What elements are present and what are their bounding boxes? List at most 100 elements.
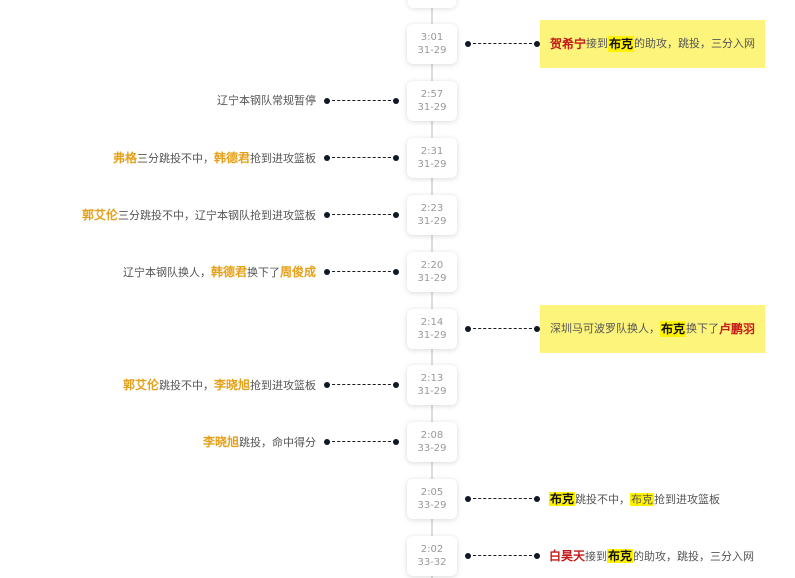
event-connector	[327, 441, 396, 442]
player-name: 李晓旭	[213, 378, 250, 392]
player-name: 卢鹏羽	[719, 322, 756, 336]
event-description: 布克跳投不中，布克抢到进攻篮板	[549, 491, 720, 508]
event-text: 辽宁本钢队换人，	[122, 266, 211, 279]
connector-dot	[534, 41, 540, 47]
event-description: 李晓旭跳投，命中得分	[203, 434, 316, 451]
event-score: 31-29	[417, 386, 447, 397]
event-score: 33-32	[417, 557, 447, 568]
event-connector	[327, 157, 396, 158]
event-description: 辽宁本钢队换人，韩德君换下了周俊成	[123, 264, 316, 281]
event-text: 跳投不中，	[575, 493, 631, 506]
event-score: 31-29	[417, 330, 447, 341]
connector-dot	[534, 496, 540, 502]
event-text: 接到	[586, 37, 609, 50]
player-name: 韩德君	[210, 265, 247, 279]
event-time-card: 2:02 33-32	[407, 536, 457, 576]
player-name: 郭艾伦	[81, 208, 118, 222]
event-clock: 2:13	[420, 373, 444, 384]
event-time-card: 2:08 33-29	[407, 422, 457, 462]
connector-dot	[324, 212, 330, 218]
connector-dot	[393, 269, 399, 275]
event-clock: 2:14	[420, 317, 444, 328]
connector-dot	[393, 155, 399, 161]
player-name: 布克	[630, 493, 655, 506]
event-time-card: 2:13 31-29	[407, 365, 457, 405]
player-name: 布克	[549, 492, 576, 506]
connector-dot	[393, 98, 399, 104]
connector-dot	[534, 326, 540, 332]
event-description: 贺希宁接到布克的助攻，跳投，三分入网	[540, 20, 766, 68]
event-text: 抢到进攻篮板	[250, 379, 316, 392]
event-text: 抢到进攻篮板	[250, 152, 316, 165]
event-text: 跳投，命中得分	[239, 436, 316, 449]
event-description: 深圳马可波罗队换人，布克换下了卢鹏羽	[540, 305, 766, 353]
connector-dot	[393, 382, 399, 388]
event-time-card: 2:14 31-29	[407, 309, 457, 349]
event-clock: 2:08	[420, 430, 444, 441]
player-name: 韩德君	[213, 151, 250, 165]
event-clock: 2:20	[420, 260, 444, 271]
event-text: 三分跳投不中，辽宁本钢队抢到进攻篮板	[118, 209, 316, 222]
event-text: 接到	[585, 550, 608, 563]
connector-dot	[324, 155, 330, 161]
connector-dot	[324, 269, 330, 275]
event-clock: 3:01	[420, 32, 444, 43]
event-connector	[327, 384, 396, 385]
event-connector	[468, 498, 537, 499]
event-connector	[327, 100, 396, 101]
player-name: 郭艾伦	[122, 378, 159, 392]
event-score: 33-29	[417, 443, 447, 454]
event-text: 辽宁本钢队常规暂停	[217, 94, 316, 107]
player-name: 周俊成	[279, 265, 316, 279]
event-text: 抢到进攻篮板	[654, 493, 721, 506]
timeline-event: 2:08 33-29 李晓旭跳投，命中得分	[0, 422, 795, 462]
event-connector	[327, 214, 396, 215]
connector-dot	[324, 439, 330, 445]
player-name: 白昊天	[549, 549, 586, 563]
event-clock: 2:05	[420, 487, 444, 498]
event-clock: 2:31	[420, 146, 444, 157]
connector-dot	[465, 496, 471, 502]
connector-dot	[465, 553, 471, 559]
event-text: 的助攻，跳投，三分入网	[634, 37, 756, 50]
player-name: 布克	[660, 321, 687, 337]
event-connector	[468, 555, 537, 556]
event-score: 31-29	[417, 102, 447, 113]
event-score: 31-29	[417, 216, 447, 227]
event-time-card: 2:05 33-29	[407, 479, 457, 519]
event-clock: 2:02	[420, 544, 444, 555]
timeline-event: 2:14 31-29 深圳马可波罗队换人，布克换下了卢鹏羽	[0, 305, 795, 353]
event-score: 33-29	[417, 500, 447, 511]
event-description: 辽宁本钢队常规暂停	[217, 93, 316, 109]
connector-dot	[324, 382, 330, 388]
event-score: 31-29	[417, 273, 447, 284]
event-connector	[327, 271, 396, 272]
timeline-event: 2:20 31-29 辽宁本钢队换人，韩德君换下了周俊成	[0, 252, 795, 292]
event-description: 郭艾伦三分跳投不中，辽宁本钢队抢到进攻篮板	[82, 207, 316, 224]
event-connector	[468, 43, 537, 44]
connector-dot	[465, 326, 471, 332]
event-description: 郭艾伦跳投不中，李晓旭抢到进攻篮板	[123, 377, 316, 394]
event-score: 31-29	[417, 45, 447, 56]
event-time-card: 3:01 31-29	[407, 24, 457, 64]
connector-dot	[393, 212, 399, 218]
connector-dot	[393, 439, 399, 445]
player-name: 贺希宁	[550, 37, 587, 51]
event-time-card: 2:23 31-29	[407, 195, 457, 235]
event-clock: 2:23	[420, 203, 444, 214]
timeline-event: 2:23 31-29 郭艾伦三分跳投不中，辽宁本钢队抢到进攻篮板	[0, 195, 795, 235]
event-text: 换下了	[246, 266, 280, 279]
event-text: 深圳马可波罗队换人，	[550, 322, 660, 335]
connector-dot	[465, 41, 471, 47]
player-name: 布克	[608, 36, 635, 52]
event-text: 换下了	[686, 322, 720, 335]
event-connector	[468, 328, 537, 329]
event-text: 三分跳投不中，	[136, 152, 214, 165]
player-name: 弗格	[112, 151, 137, 165]
player-name: 布克	[607, 549, 634, 563]
